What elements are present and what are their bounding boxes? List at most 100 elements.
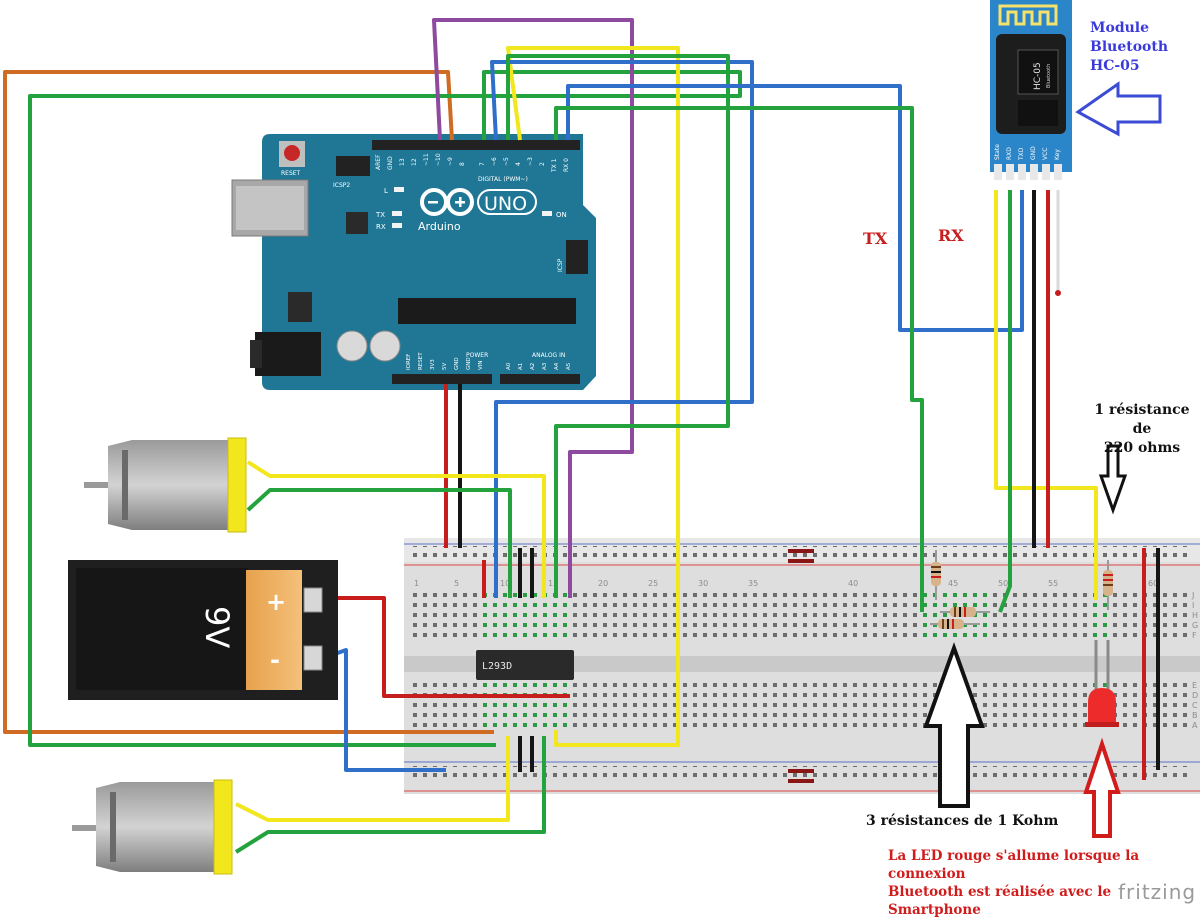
bb-col-45: 45: [948, 579, 958, 588]
led-caption: La LED rouge s'allume lorsque la connexi…: [888, 847, 1200, 919]
bb-col-15: 15: [548, 579, 558, 588]
pin-vin: VIN: [478, 361, 484, 371]
pin-ioref: IOREF: [406, 354, 412, 370]
pin-7: 7: [479, 162, 486, 166]
battery-9v: + - 9V: [68, 560, 338, 700]
pin-12: 12: [411, 158, 418, 166]
led-on-label: ON: [556, 211, 567, 219]
arrow-up-1k-icon: [923, 642, 985, 808]
led-caption-line1: La LED rouge s'allume lorsque la connexi…: [888, 848, 1140, 882]
pin-a3: A3: [542, 362, 548, 370]
resistor-1k-vertical: [931, 550, 941, 600]
arrow-up-led-icon: [1083, 737, 1121, 838]
arduino-logo-icon: [420, 188, 474, 216]
bb-row-e: E: [1192, 681, 1197, 690]
bb-col-5: 5: [454, 579, 459, 588]
pin-10: ~10: [435, 153, 442, 166]
bb-col-60: 60: [1148, 579, 1158, 588]
analog-label: ANALOG IN: [532, 352, 565, 359]
resistor-220-label: 1 résistance de 220 ohms: [1084, 401, 1200, 458]
bb-col-35: 35: [748, 579, 758, 588]
bb-col-40: 40: [848, 579, 858, 588]
l293d-label: L293D: [482, 661, 512, 672]
digital-label: DIGITAL (PWM~): [478, 176, 528, 183]
battery-plus-label: +: [266, 588, 286, 616]
pin-13: 13: [399, 158, 406, 166]
bb-row-c: C: [1192, 701, 1198, 710]
wire-purple: [432, 18, 634, 598]
wire-red-battery: [318, 596, 570, 698]
pin-gnd-2: GND: [466, 357, 472, 370]
wire-green-motor2: [234, 736, 546, 854]
hc05-pin-vcc: VCC: [1042, 148, 1049, 160]
bb-row-i: I: [1192, 601, 1194, 610]
wire-green-rxd: [998, 190, 1012, 613]
hc05-pin-gnd: GND: [1030, 146, 1037, 160]
dc-motor-top: [84, 437, 247, 533]
led-tx-label: TX: [375, 211, 385, 219]
wire-yellow-motor1: [246, 460, 546, 598]
arrow-down-220-icon: [1098, 444, 1128, 515]
bb-col-1: 1: [414, 579, 419, 588]
battery-minus-label: -: [270, 646, 280, 674]
arduino-uno-board: RESET ICSP2 AREF GND 13 12 ~11 ~10 ~9 8 …: [231, 134, 596, 390]
wire-yellow-motor2: [235, 736, 510, 822]
resistor-220: [1103, 560, 1113, 610]
hc05-pin-key: Key: [1054, 149, 1061, 160]
bb-row-g: G: [1192, 621, 1198, 630]
hc05-pin-rxd: RXD: [1006, 147, 1013, 160]
wire-green-loop: [28, 70, 742, 747]
bb-row-j: J: [1191, 591, 1194, 600]
wire-blue-long: [490, 60, 754, 598]
dc-motor-bottom: [72, 779, 233, 875]
l293d-chip: L293D: [476, 650, 574, 680]
red-led: [1085, 640, 1119, 727]
wire-blue-rx: [566, 84, 1024, 332]
rx-label: RX: [938, 226, 964, 245]
bb-col-20: 20: [598, 579, 608, 588]
pin-a2: A2: [530, 363, 536, 370]
pin-3v3: 3V3: [430, 359, 436, 370]
hc05-name-label: HC-05: [1033, 62, 1043, 90]
pin-a1: A1: [518, 363, 524, 370]
pin-gnd-1: GND: [454, 357, 460, 370]
bb-col-10: 10: [500, 579, 510, 588]
icsp2-label: ICSP2: [333, 182, 350, 189]
pin-8: 8: [459, 162, 466, 166]
resistor-1k-horizontal-2: [930, 619, 980, 629]
hc05-pin-state: State: [994, 144, 1001, 160]
res220-line2: 220 ohms: [1103, 440, 1181, 456]
module-label-line1: Module: [1090, 20, 1150, 36]
arduino-name-label: Arduino: [418, 220, 461, 233]
pin-a5: A5: [566, 362, 572, 370]
icsp-label: ICSP: [557, 258, 564, 272]
bb-col-50: 50: [998, 579, 1008, 588]
bb-row-h: H: [1192, 611, 1198, 620]
pin-9: ~9: [447, 157, 454, 166]
bb-row-a: A: [1192, 721, 1198, 730]
pin-2: 2: [539, 162, 546, 166]
pin-tx1: TX 1: [551, 158, 558, 173]
pin-a0: A0: [506, 362, 512, 370]
pin-rx0: RX 0: [563, 158, 570, 172]
pin-reset: RESET: [418, 352, 424, 370]
bb-row-b: B: [1192, 711, 1198, 720]
bb-col-25: 25: [648, 579, 658, 588]
res220-line1: 1 résistance de: [1094, 402, 1190, 437]
wire-green-mid: [506, 54, 730, 598]
pin-3: ~3: [527, 157, 534, 166]
pin-11: ~11: [423, 153, 430, 166]
wire-green-tx: [554, 106, 924, 612]
reset-label: RESET: [281, 170, 301, 177]
arrow-left-bluetooth-icon: [1075, 81, 1162, 137]
resistor-1k-horizontal-1: [940, 607, 990, 617]
bb-col-30: 30: [698, 579, 708, 588]
bb-row-f: F: [1192, 631, 1197, 640]
pin-gnd-top: GND: [387, 156, 394, 170]
battery-9v-label: 9V: [198, 606, 236, 648]
arduino-model-label: UNO: [484, 193, 527, 215]
hc05-pin-txd: TXD: [1018, 147, 1025, 161]
resistor-1k-label: 3 résistances de 1 Kohm: [866, 813, 1059, 829]
bb-col-55: 55: [1048, 579, 1058, 588]
wires: [3, 18, 1160, 854]
